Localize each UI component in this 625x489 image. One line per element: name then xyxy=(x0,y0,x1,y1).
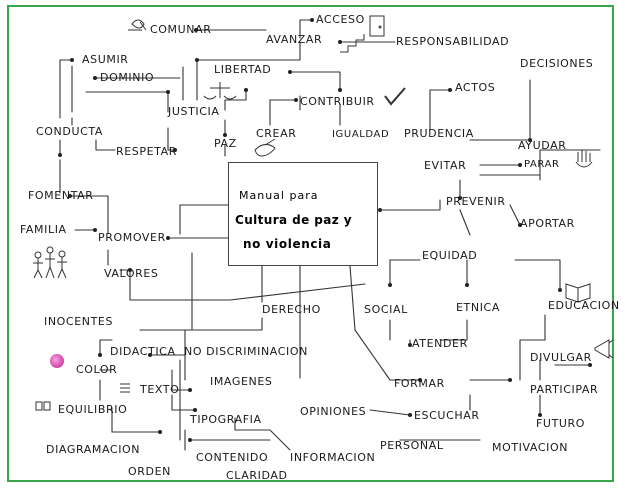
node-dominio: dominio xyxy=(100,71,155,84)
node-texto: texto xyxy=(140,383,180,396)
node-crear: crear xyxy=(256,127,297,140)
node-valores: valores xyxy=(104,267,159,280)
node-color: color xyxy=(76,363,118,376)
node-atender: atender xyxy=(412,337,468,350)
node-etnica: etnica xyxy=(456,301,500,314)
node-divulgar: divulgar xyxy=(530,351,592,364)
node-decisiones: decisiones xyxy=(520,57,594,70)
node-prudencia: prudencia xyxy=(404,127,474,140)
node-parar: parar xyxy=(524,159,560,170)
node-equilibrio: equilibrio xyxy=(58,403,128,416)
node-contribuir: contribuir xyxy=(300,95,375,108)
node-respetar: respetar xyxy=(116,145,177,158)
node-participar: participar xyxy=(530,383,599,396)
central-node: Manual para Cultura de paz y no violenci… xyxy=(228,162,378,266)
node-personal: personal xyxy=(380,439,444,452)
node-justicia: justicia xyxy=(168,105,220,118)
node-responsabilidad: responsabilidad xyxy=(396,35,510,48)
center-title-line2: Cultura de paz y xyxy=(235,213,352,227)
node-familia: familia xyxy=(20,223,67,236)
node-aportar: aportar xyxy=(520,217,575,230)
node-equidad: equidad xyxy=(422,249,478,262)
node-evitar: evitar xyxy=(424,159,467,172)
node-escuchar: escuchar xyxy=(414,409,480,422)
node-comunar: comunar xyxy=(150,23,212,36)
node-motivacion: motivacion xyxy=(492,441,569,454)
node-didactica: didactica xyxy=(110,345,176,358)
node-asumir: asumir xyxy=(82,53,129,66)
node-ayudar: ayudar xyxy=(518,139,567,152)
node-igualdad: igualdad xyxy=(332,129,390,140)
node-avanzar: avanzar xyxy=(266,33,323,46)
node-social: social xyxy=(364,303,408,316)
node-acceso: acceso xyxy=(316,13,365,26)
node-inocentes: inocentes xyxy=(44,315,114,328)
center-title-line3: no violencia xyxy=(243,237,332,251)
node-prevenir: prevenir xyxy=(446,195,506,208)
node-educacion: educacion xyxy=(548,299,620,312)
node-contenido: contenido xyxy=(196,451,269,464)
color-dot-icon xyxy=(50,354,64,368)
node-futuro: futuro xyxy=(536,417,586,430)
node-opiniones: opiniones xyxy=(300,405,367,418)
node-diagramacion: diagramacion xyxy=(46,443,141,456)
node-informacion: informacion xyxy=(290,451,376,464)
node-fomentar: fomentar xyxy=(28,189,94,202)
node-actos: actos xyxy=(455,81,496,94)
node-no-discriminacion: no discriminacion xyxy=(184,345,308,358)
node-orden: orden xyxy=(128,465,171,478)
node-libertad: libertad xyxy=(214,63,272,76)
node-formar: formar xyxy=(394,377,445,390)
node-imagenes: imagenes xyxy=(210,375,273,388)
node-promover: promover xyxy=(98,231,166,244)
node-claridad: claridad xyxy=(226,469,288,482)
center-title-line1: Manual para xyxy=(239,189,319,202)
node-conducta: conducta xyxy=(36,125,103,138)
node-paz: paz xyxy=(214,137,237,150)
node-derecho: derecho xyxy=(262,303,321,316)
node-tipografia: tipografia xyxy=(190,413,262,426)
